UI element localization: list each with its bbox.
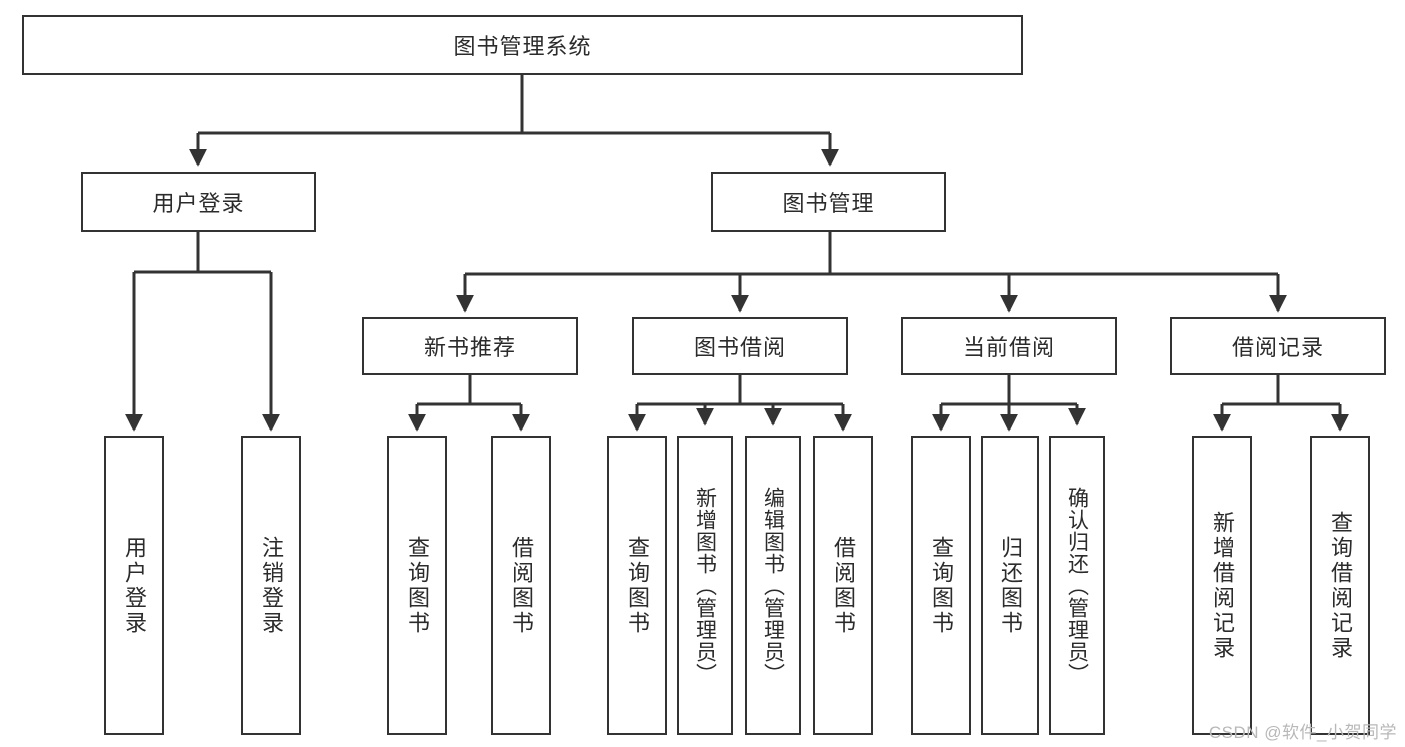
node-label: 图书管理	[782, 191, 875, 216]
node-book-borrow[interactable]: 图书借阅	[632, 317, 848, 375]
node-book-manage[interactable]: 图书管理	[711, 172, 946, 232]
leaf-add-borrow-record[interactable]: 新增借阅记录	[1192, 436, 1252, 735]
leaf-query-book-borrow[interactable]: 查询图书	[607, 436, 667, 735]
node-label: 图书管理系统	[453, 34, 592, 59]
node-label: 查询图书	[625, 535, 650, 636]
node-label: 查询借阅记录	[1328, 510, 1353, 661]
node-label: 新增图书（管理员）	[693, 486, 717, 685]
node-label: 归还图书	[998, 535, 1023, 636]
node-user-login[interactable]: 用户登录	[81, 172, 316, 232]
node-label: 查询图书	[405, 535, 430, 636]
node-label: 用户登录	[152, 191, 245, 216]
leaf-borrow-book-recommend[interactable]: 借阅图书	[491, 436, 551, 735]
node-label: 新书推荐	[423, 335, 516, 360]
node-label: 编辑图书（管理员）	[761, 486, 785, 685]
node-label: 确认归还（管理员）	[1065, 486, 1089, 685]
node-current-borrow[interactable]: 当前借阅	[901, 317, 1117, 375]
node-borrow-record[interactable]: 借阅记录	[1170, 317, 1386, 375]
node-label: 借阅图书	[831, 535, 856, 636]
node-label: 借阅图书	[509, 535, 534, 636]
leaf-query-borrow-record[interactable]: 查询借阅记录	[1310, 436, 1370, 735]
node-label: 用户登录	[122, 535, 147, 636]
leaf-return-book[interactable]: 归还图书	[981, 436, 1039, 735]
leaf-logout-login[interactable]: 注销登录	[241, 436, 301, 735]
leaf-query-book-current[interactable]: 查询图书	[911, 436, 971, 735]
csdn-watermark: CSDN @软件_小贺同学	[1208, 723, 1397, 742]
leaf-add-book-admin[interactable]: 新增图书（管理员）	[677, 436, 733, 735]
leaf-edit-book-admin[interactable]: 编辑图书（管理员）	[745, 436, 801, 735]
node-label: 当前借阅	[962, 335, 1055, 360]
node-root-system[interactable]: 图书管理系统	[22, 15, 1023, 75]
node-label: 图书借阅	[693, 335, 786, 360]
node-label: 新增借阅记录	[1210, 510, 1235, 661]
leaf-user-login[interactable]: 用户登录	[104, 436, 164, 735]
leaf-borrow-book-borrow[interactable]: 借阅图书	[813, 436, 873, 735]
node-label: 借阅记录	[1231, 335, 1324, 360]
node-label: 查询图书	[929, 535, 954, 636]
node-label: 注销登录	[259, 535, 284, 636]
node-new-book-recommend[interactable]: 新书推荐	[362, 317, 578, 375]
leaf-confirm-return-admin[interactable]: 确认归还（管理员）	[1049, 436, 1105, 735]
leaf-query-book-recommend[interactable]: 查询图书	[387, 436, 447, 735]
